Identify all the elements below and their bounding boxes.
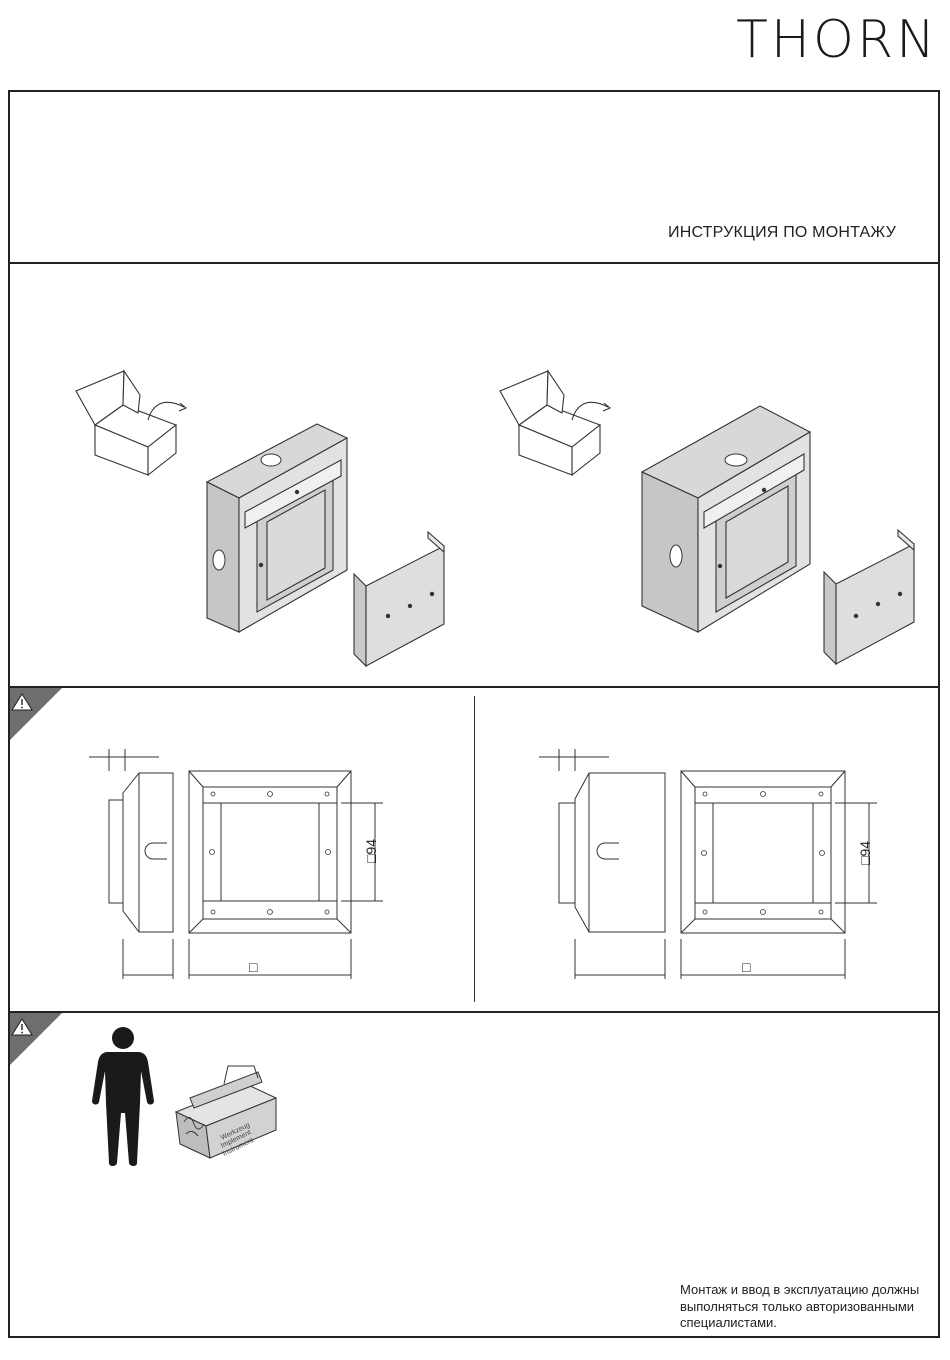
left-dimension-drawing: □94 □ bbox=[85, 745, 395, 990]
toolbox-icon: Werkzeug Implement Instrument bbox=[170, 1062, 282, 1162]
warning-icon bbox=[10, 1013, 62, 1065]
right-bracket-illustration bbox=[818, 526, 923, 671]
section-divider-2 bbox=[8, 686, 940, 688]
left-bracket-illustration bbox=[348, 528, 453, 673]
right-carton-icon bbox=[492, 365, 617, 477]
section-divider-1 bbox=[8, 262, 940, 264]
left-carton-icon bbox=[68, 365, 193, 477]
width-dimension-label: □ bbox=[249, 959, 258, 975]
cutout-dimension-label: □94 bbox=[363, 839, 379, 863]
qualified-personnel-note: Монтаж и ввод в эксплуатацию должны выпо… bbox=[680, 1282, 930, 1332]
width-dimension-label: □ bbox=[742, 959, 751, 975]
brand-logo: THORN bbox=[708, 12, 938, 68]
warning-icon bbox=[10, 688, 62, 740]
left-housing-illustration bbox=[205, 420, 355, 635]
document-title: ИНСТРУКЦИЯ ПО МОНТАЖУ bbox=[668, 224, 896, 242]
right-dimension-drawing: □94 □ bbox=[535, 745, 885, 990]
section-vertical-divider bbox=[474, 696, 475, 1002]
cutout-dimension-label: □94 bbox=[857, 841, 873, 865]
right-housing-illustration bbox=[640, 402, 815, 634]
person-icon bbox=[92, 1025, 156, 1167]
section-divider-3 bbox=[8, 1011, 940, 1013]
